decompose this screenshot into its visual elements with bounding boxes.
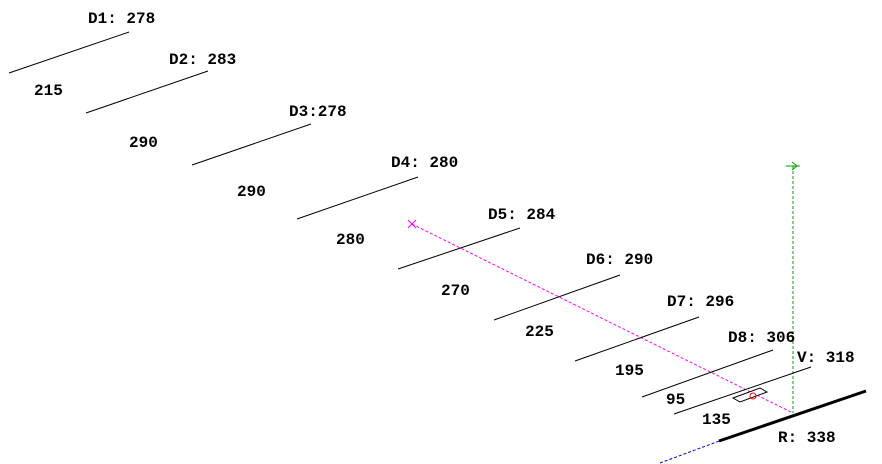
- spacing-label: 195: [615, 362, 644, 380]
- datum-line-d1: [8, 31, 130, 74]
- spacing-label: 215: [34, 82, 63, 100]
- sight-line-start-tick-2: [407, 219, 417, 229]
- spacing-label: 290: [237, 183, 266, 201]
- datum-line-r: [718, 389, 867, 443]
- ground-line: [659, 439, 723, 464]
- spacing-label: 95: [666, 391, 685, 409]
- datum-line-d3: [191, 123, 312, 166]
- sight-line: [411, 223, 794, 414]
- datum-line-d7: [574, 316, 700, 362]
- label-d7: D7: 296: [667, 293, 734, 311]
- label-d8: D8: 306: [728, 329, 795, 347]
- vertical-guide-arrow-icon: [791, 161, 798, 171]
- spacing-label: 225: [525, 323, 554, 341]
- observer-point-marker: [749, 392, 757, 400]
- label-d2: D2: 283: [169, 51, 236, 69]
- label-d4: D4: 280: [391, 154, 458, 172]
- label-d6: D6: 290: [586, 251, 653, 269]
- label-d5: D5: 284: [488, 206, 556, 224]
- label-r: R: 338: [778, 429, 836, 447]
- label-v: V: 318: [797, 349, 855, 367]
- datum-line-d6: [493, 274, 621, 321]
- datum-line-d2: [85, 70, 209, 114]
- spacing-label: 135: [702, 411, 731, 429]
- label-d1: D1: 278: [88, 10, 155, 28]
- datum-line-d8: [641, 349, 774, 398]
- spacing-label: 270: [441, 282, 470, 300]
- spacing-label: 280: [336, 231, 365, 249]
- datum-line-d4: [296, 176, 419, 220]
- datum-line-d5: [397, 227, 521, 270]
- label-d3: D3:278: [289, 103, 347, 121]
- datum-line-v: [673, 366, 812, 415]
- spacing-label: 290: [129, 134, 158, 152]
